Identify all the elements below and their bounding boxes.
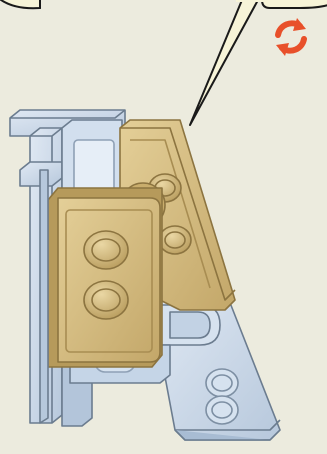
rotate-arrows-icon[interactable] [269,15,313,59]
callout-bubble-top-edge [0,0,40,8]
callout-bubble [0,0,327,125]
light-left-front [40,170,48,423]
callout-pointer [190,0,258,125]
callout-bubble-body [0,0,327,8]
tan-front-plate [48,188,162,367]
